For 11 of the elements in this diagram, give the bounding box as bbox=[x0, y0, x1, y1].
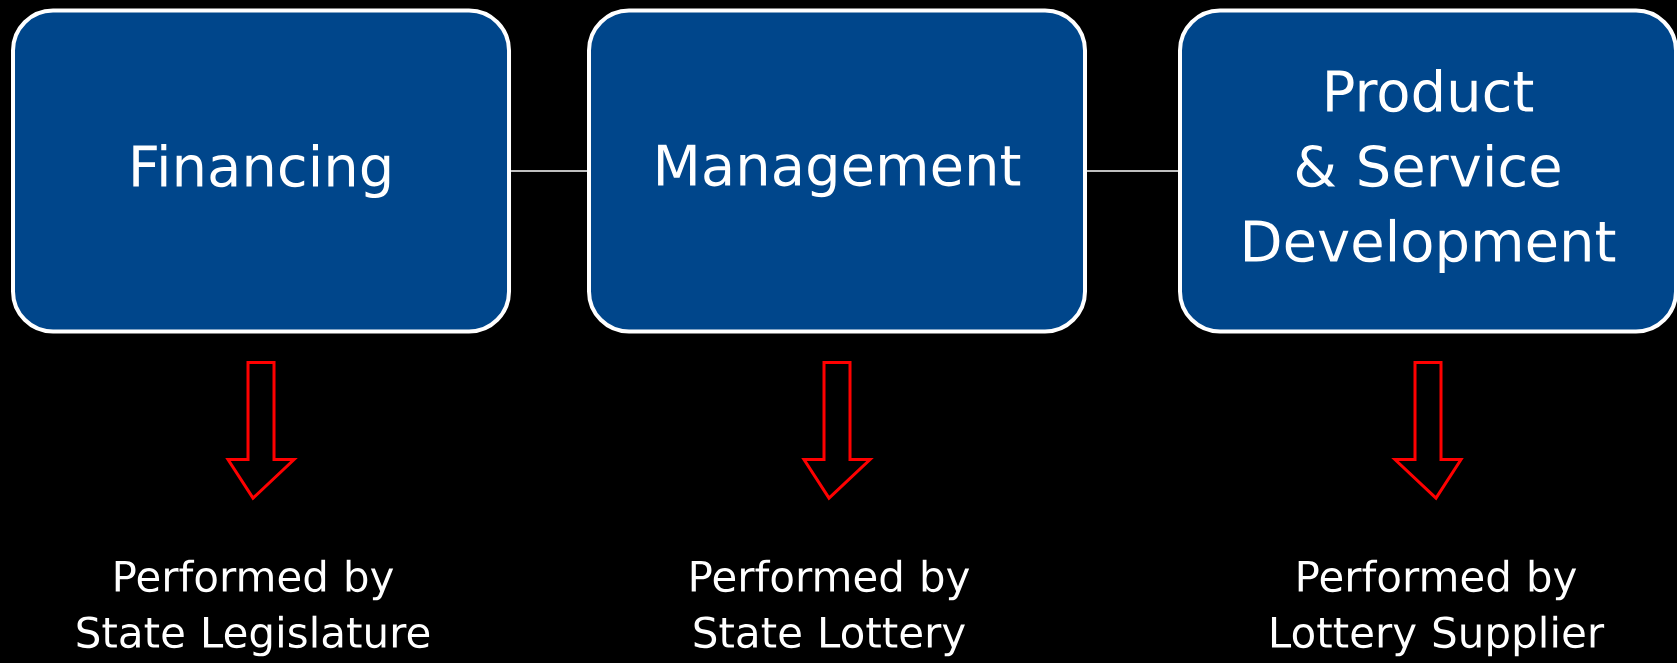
process-box: Management bbox=[587, 8, 1087, 334]
hollow-arrow bbox=[1391, 361, 1464, 501]
hollow-arrow bbox=[225, 361, 298, 501]
process-box: Product & Service Development bbox=[1178, 8, 1677, 334]
caption-text: Performed by Lottery Supplier bbox=[1272, 559, 1605, 657]
caption-text: Performed by State Legislature bbox=[77, 559, 430, 657]
process-box: Financing bbox=[11, 8, 511, 334]
connector-line bbox=[1086, 170, 1179, 172]
connector-line bbox=[510, 170, 588, 172]
hollow-arrow bbox=[801, 361, 874, 501]
caption-text: Performed by State Lottery bbox=[691, 559, 970, 657]
